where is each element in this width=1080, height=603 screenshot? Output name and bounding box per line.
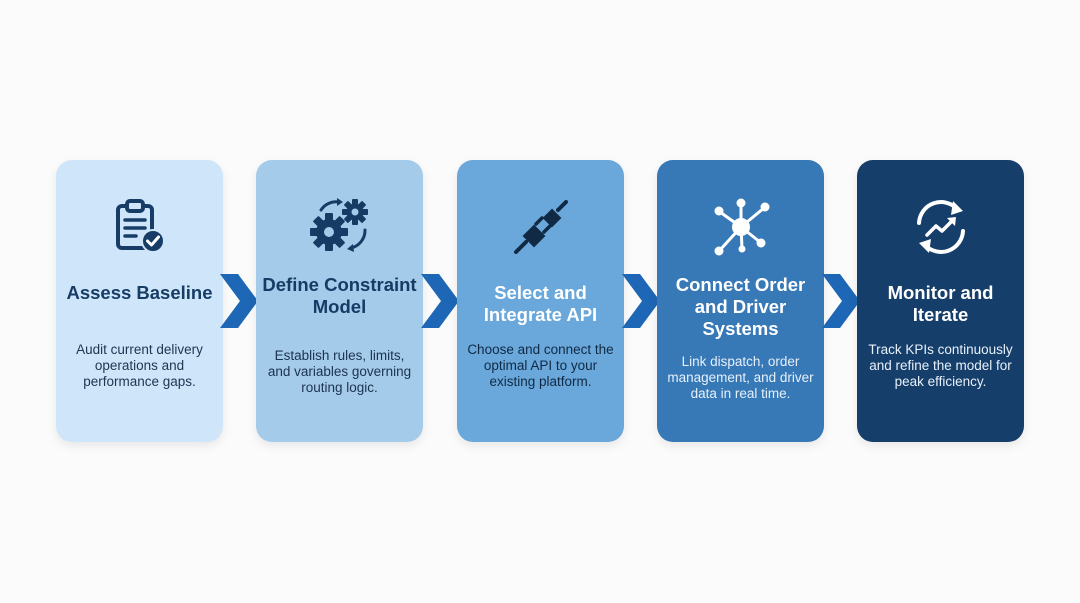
refresh-trend-icon	[857, 196, 1024, 258]
step-description: Choose and connect the optimal API to yo…	[467, 342, 614, 389]
step-title: Monitor and Iterate	[887, 282, 994, 325]
chevron-right-icon	[220, 274, 258, 328]
step-title: Assess Baseline	[66, 282, 213, 303]
step-card-select-integrate-api: Select and Integrate API Choose and conn…	[457, 160, 624, 442]
step-description: Link dispatch, order management, and dri…	[667, 354, 814, 401]
chevron-right-icon	[822, 274, 860, 328]
step-title: Select and Integrate API	[483, 282, 598, 325]
step-title: Define Constraint Model	[262, 274, 417, 317]
step-description: Track KPIs continuously and refine the m…	[868, 342, 1013, 389]
clipboard-check-icon	[56, 196, 223, 258]
plug-icon	[457, 196, 624, 258]
chevron-right-icon	[421, 274, 459, 328]
step-card-connect-order-driver: Connect Order and Driver Systems Link di…	[657, 160, 824, 442]
step-description: Audit current delivery operations and pe…	[76, 342, 203, 389]
step-card-assess-baseline: Assess Baseline Audit current delivery o…	[56, 160, 223, 442]
network-hub-icon	[657, 196, 824, 258]
chevron-right-icon	[622, 274, 660, 328]
step-card-define-constraint-model: Define Constraint Model Establish rules,…	[256, 160, 423, 442]
gears-icon	[256, 196, 423, 258]
step-title: Connect Order and Driver Systems	[675, 274, 806, 339]
step-description: Establish rules, limits, and variables g…	[267, 348, 412, 395]
step-card-monitor-iterate: Monitor and Iterate Track KPIs continuou…	[857, 160, 1024, 442]
